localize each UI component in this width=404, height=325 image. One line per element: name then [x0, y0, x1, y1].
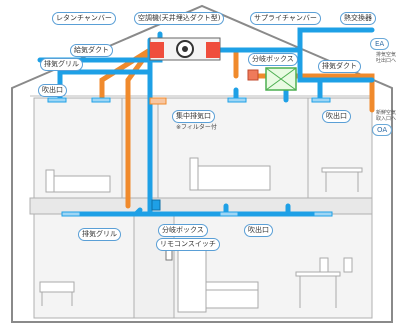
crib-lower-left [39, 281, 75, 293]
label-branch-box-bottom: 分岐ボックス [158, 224, 208, 237]
label-branch-box-top: 分岐ボックス [248, 53, 298, 66]
ea-desc-1: 排気空気 [376, 52, 397, 58]
label-heat-exchanger: 熱交換器 [340, 12, 376, 25]
label-outlet-2: 吹出口 [322, 110, 351, 123]
vents [47, 97, 333, 217]
bed-upper-left [45, 175, 111, 193]
filter-note: ※フィルター付 [176, 124, 217, 131]
desk-upper-right [321, 167, 363, 173]
branch-box-upper-shape [247, 69, 259, 81]
door-lower [177, 249, 207, 313]
label-outlet-3: 吹出口 [244, 224, 273, 237]
label-central-exhaust: 集中排気口 [172, 110, 215, 123]
ea-badge: EA [370, 38, 390, 50]
supply-chamber-box [206, 42, 220, 58]
label-return-chamber: レタンチャンバー [52, 12, 116, 25]
label-ac-unit: 空調機(天井埋込ダクト型) [134, 12, 225, 25]
label-supply-duct: 給気ダクト [70, 44, 113, 57]
label-exhaust-grille-bottom: 排気グリル [78, 228, 121, 241]
label-supply-chamber: サプライチャンバー [250, 12, 321, 25]
label-exhaust-grille-top: 排気グリル [40, 58, 83, 71]
bed-upper-center [189, 165, 271, 191]
oa-desc-1: 新鮮空気 [376, 110, 397, 116]
ea-desc-2: 吐出口へ [376, 58, 397, 64]
central-exhaust-vent [149, 97, 167, 105]
branch-box-lower-shape [151, 199, 161, 211]
label-remote-switch: リモコンスイッチ [156, 238, 220, 251]
oa-badge: OA [372, 124, 393, 136]
label-outlet-1: 吹出口 [38, 84, 67, 97]
return-chamber-box [150, 42, 164, 58]
label-exhaust-duct: 排気ダクト [318, 60, 361, 73]
table-lower-right [295, 271, 341, 277]
remote-switch-panel [165, 249, 173, 261]
oa-desc-2: 取入口へ [376, 116, 397, 122]
